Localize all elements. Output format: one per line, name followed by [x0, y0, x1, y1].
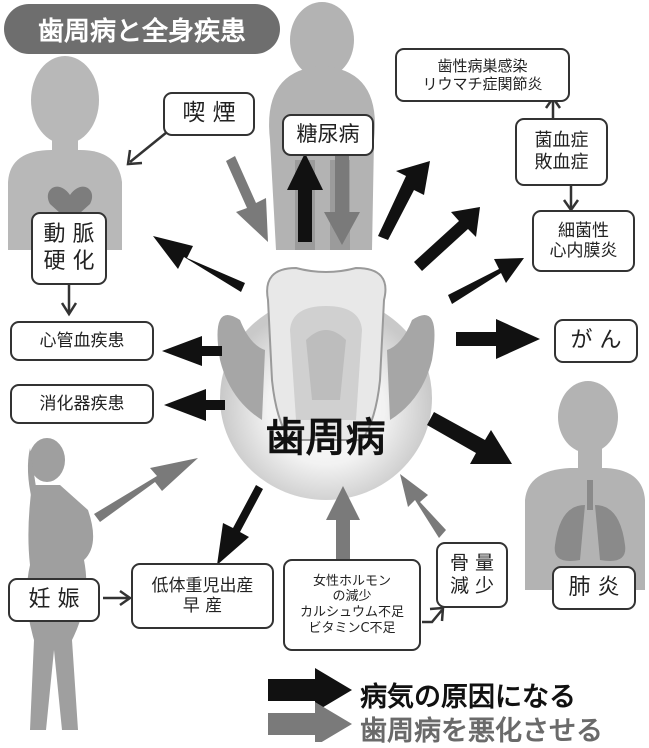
label-cancer: が ん — [554, 319, 638, 363]
person-lungs-silhouette — [525, 381, 645, 590]
worsen-arrow-from-hormone — [326, 486, 360, 560]
cause-arrow-to-low-birth-weight — [217, 485, 263, 565]
cause-arrow-to-digestive — [164, 389, 225, 421]
label-pregnancy: 妊 娠 — [8, 578, 100, 622]
worsen-arrow-from-diabetes — [324, 155, 360, 245]
label-endocarditis: 細菌性 心内膜炎 — [532, 210, 635, 272]
legend-worsen-arrow — [268, 702, 352, 742]
cause-arrow-to-pneumonia — [427, 412, 512, 464]
cause-arrow-to-endocarditis — [448, 258, 524, 304]
label-cardiovascular: 心管血疾患 — [10, 321, 154, 361]
lungs-icon — [554, 505, 626, 561]
legend-cause-label: 病気の原因になる — [360, 682, 576, 713]
cause-arrow-to-cancer — [456, 319, 540, 359]
label-diabetes: 糖尿病 — [282, 114, 374, 156]
heart-icon — [47, 186, 93, 222]
label-bone-loss: 骨 量 減 少 — [436, 542, 508, 608]
cause-arrow-to-diabetes — [287, 153, 323, 242]
label-female-hormone: 女性ホルモン の減少 カルシュウム不足 ビタミンC不足 — [283, 559, 421, 651]
label-sepsis: 菌血症 敗血症 — [515, 118, 608, 186]
cause-arrow-to-sepsis — [414, 207, 480, 271]
center-label-periodontal-disease: 歯周病 — [265, 415, 386, 461]
cause-arrow-to-focal-infection — [378, 161, 430, 240]
label-digestive: 消化器疾患 — [10, 384, 154, 424]
worsen-arrow-from-pregnancy — [94, 458, 198, 522]
legend-cause-arrow — [268, 668, 352, 712]
tooth-illustration — [217, 266, 435, 500]
worsen-arrow-from-bone-loss — [400, 474, 446, 538]
connector-arrow-head — [126, 149, 143, 166]
connector-hormone-to-bone-loss — [422, 609, 443, 624]
label-smoking: 喫 煙 — [163, 92, 255, 136]
label-low-birth-weight: 低体重児出産 早 産 — [131, 563, 274, 629]
label-focal-infection: 歯性病巣感染 リウマチ症関節炎 — [395, 48, 570, 102]
worsen-arrow-from-smoking — [226, 156, 268, 242]
legend-worsen-label: 歯周病を悪化させる — [360, 716, 603, 747]
cause-arrow-to-arteriosclerosis — [153, 236, 245, 292]
label-pneumonia: 肺 炎 — [552, 566, 636, 610]
diagram-title: 歯周病と全身疾患 — [4, 4, 280, 54]
cause-arrow-to-cardiovascular — [162, 336, 222, 366]
label-arteriosclerosis: 動 脈 硬 化 — [31, 212, 107, 285]
